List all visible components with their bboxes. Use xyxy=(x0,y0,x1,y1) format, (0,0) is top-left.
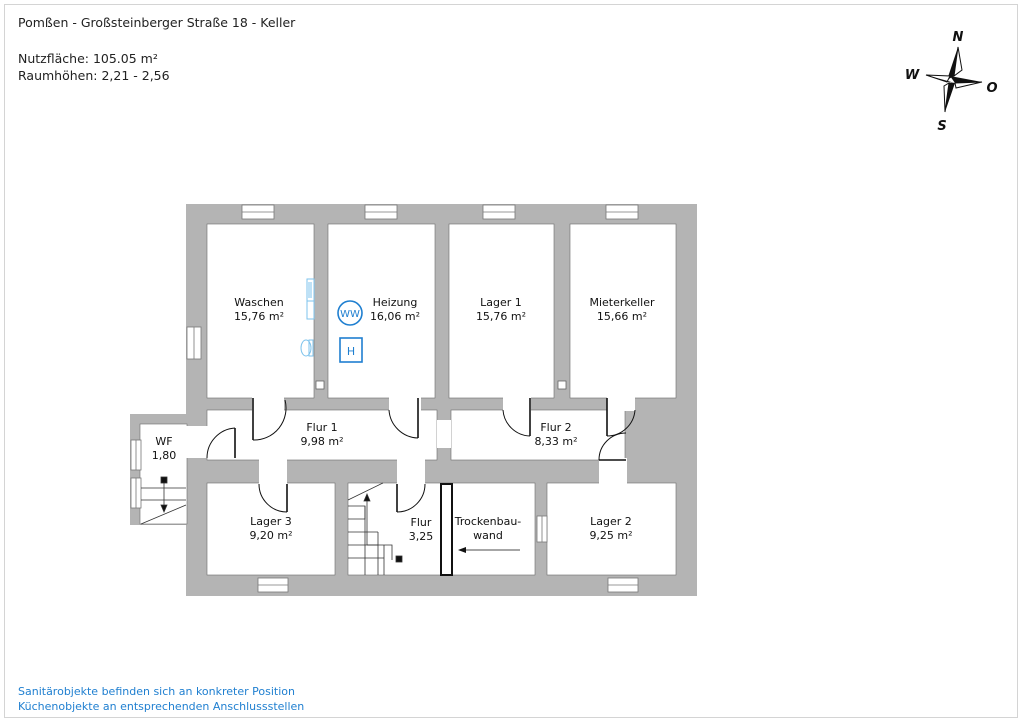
opening-flur-2-lager-2 xyxy=(599,458,627,484)
drywall-label-line-2: wand xyxy=(473,529,503,542)
label-flur-2: Flur 2 8,33 m² xyxy=(534,421,577,449)
usable-area: Nutzfläche: 105.05 m² xyxy=(18,51,158,66)
opening-flur-1-flur-2 xyxy=(437,420,451,448)
footer-note-kitchen: Küchenobjekte an entsprechenden Anschlus… xyxy=(18,700,305,713)
warm-water-icon: WW xyxy=(337,300,363,326)
label-flur: Flur 3,25 xyxy=(409,516,434,544)
svg-text:W: W xyxy=(905,68,920,83)
room-name: Lager 1 xyxy=(480,296,522,309)
room-area: 3,25 xyxy=(408,530,434,543)
label-lager-3: Lager 3 9,20 m² xyxy=(249,515,292,543)
room-name: Lager 3 xyxy=(250,515,292,528)
room-name: Heizung xyxy=(372,296,418,309)
room-flur-1 xyxy=(206,409,438,461)
label-lager-2: Lager 2 9,25 m² xyxy=(589,515,632,543)
svg-text:O: O xyxy=(986,81,997,96)
room-mieterkeller xyxy=(569,223,677,399)
room-area: 15,76 m² xyxy=(475,310,527,323)
heater-icon: H xyxy=(339,337,363,363)
door-swings xyxy=(206,398,636,513)
svg-text:N: N xyxy=(953,30,964,45)
opening-wf-flur xyxy=(185,426,209,458)
room-name: WF xyxy=(155,435,173,448)
room-lager-2 xyxy=(546,482,677,576)
label-wf: WF 1,80 xyxy=(152,435,177,463)
room-area: 9,25 m² xyxy=(589,529,633,542)
room-name: Waschen xyxy=(234,296,284,309)
room-area: 15,66 m² xyxy=(596,310,648,323)
footer-note-sanitary: Sanitärobjekte befinden sich an konkrete… xyxy=(18,685,295,698)
room-area: 16,06 m² xyxy=(369,310,421,323)
drywall-label-line-1: Trockenbau- xyxy=(454,515,522,528)
wf-stairs xyxy=(140,476,187,525)
page-frame xyxy=(4,4,1018,718)
svg-text:H: H xyxy=(347,345,355,358)
drywall-pointer xyxy=(458,547,520,553)
room-name: Flur xyxy=(410,516,432,529)
label-mieterkeller: Mieterkeller 15,66 m² xyxy=(589,296,654,324)
drywall xyxy=(440,483,453,576)
label-heizung: Heizung 16,06 m² xyxy=(370,296,420,324)
sink-icon xyxy=(306,278,315,320)
door-openings xyxy=(252,397,635,485)
room-name: Lager 2 xyxy=(590,515,632,528)
label-trockenbauwand: Trockenbau- wand xyxy=(455,515,522,543)
label-waschen: Waschen 15,76 m² xyxy=(234,296,284,324)
room-area: 1,80 xyxy=(151,449,177,462)
toilet-icon xyxy=(300,339,314,357)
room-heights: Raumhöhen: 2,21 - 2,56 xyxy=(18,68,170,83)
room-area: 15,76 m² xyxy=(233,310,285,323)
room-area: 8,33 m² xyxy=(534,435,578,448)
room-lager-1 xyxy=(448,223,555,399)
svg-text:S: S xyxy=(937,119,946,134)
compass-rose-icon: N W O S xyxy=(905,30,998,134)
staircase xyxy=(347,482,403,575)
svg-text:WW: WW xyxy=(340,309,360,320)
room-name: Flur 2 xyxy=(540,421,572,434)
room-area: 9,98 m² xyxy=(300,435,344,448)
room-lager-3 xyxy=(206,482,336,576)
label-flur-1: Flur 1 9,98 m² xyxy=(300,421,343,449)
room-name: Flur 1 xyxy=(306,421,338,434)
room-name: Mieterkeller xyxy=(589,296,655,309)
windows xyxy=(130,204,639,593)
room-waschen xyxy=(206,223,315,399)
column-marks xyxy=(315,380,567,390)
label-lager-1: Lager 1 15,76 m² xyxy=(476,296,526,324)
room-flur-2 xyxy=(450,409,626,461)
plan-title: Pomßen - Großsteinberger Straße 18 - Kel… xyxy=(18,15,296,30)
room-area: 9,20 m² xyxy=(249,529,293,542)
